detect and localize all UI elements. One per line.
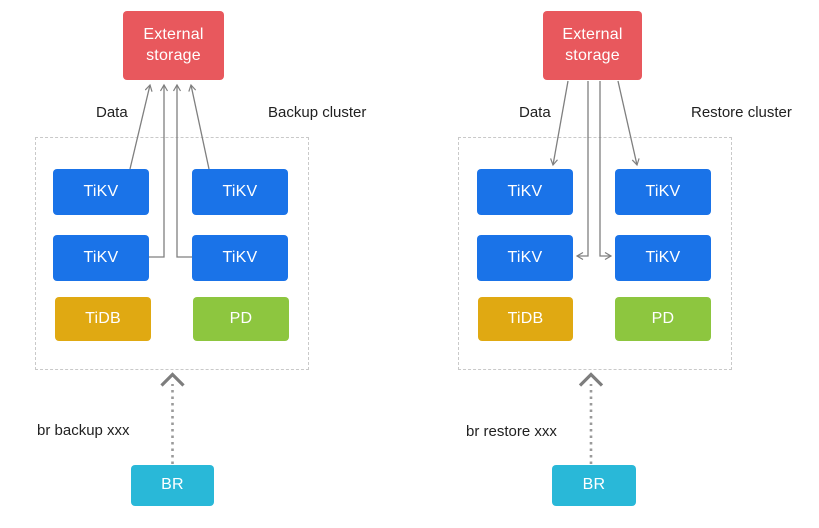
- restore-cluster-boundary: [458, 137, 732, 370]
- pd-label: PD: [651, 309, 675, 327]
- backup-br-node: BR: [131, 465, 214, 506]
- tikv-label: TiKV: [645, 248, 681, 266]
- restore-external-storage-node: External storage: [543, 11, 642, 80]
- tikv-label: TiKV: [83, 182, 119, 200]
- tikv-label: TiKV: [645, 182, 681, 200]
- restore-data-label: Data: [519, 104, 551, 121]
- backup-tidb-node: TiDB: [55, 297, 151, 341]
- restore-tidb-node: TiDB: [478, 297, 573, 341]
- tikv-label: TiKV: [507, 248, 543, 266]
- tidb-label: TiDB: [85, 309, 121, 327]
- tikv-label: TiKV: [222, 182, 258, 200]
- restore-tikv-node-3: TiKV: [477, 235, 573, 281]
- backup-command-label: br backup xxx: [37, 422, 130, 439]
- restore-pd-node: PD: [615, 297, 711, 341]
- backup-pd-node: PD: [193, 297, 289, 341]
- restore-command-label: br restore xxx: [466, 423, 557, 440]
- backup-tikv-node-4: TiKV: [192, 235, 288, 281]
- backup-cluster-title: Backup cluster: [268, 104, 367, 121]
- tikv-label: TiKV: [83, 248, 119, 266]
- tikv-label: TiKV: [222, 248, 258, 266]
- br-label: BR: [582, 476, 606, 494]
- restore-cluster-title: Restore cluster: [691, 104, 792, 121]
- br-label: BR: [161, 476, 184, 494]
- restore-tikv-node-4: TiKV: [615, 235, 711, 281]
- pd-label: PD: [229, 309, 253, 327]
- restore-tikv-node-1: TiKV: [477, 169, 573, 215]
- br-command-arrows: [160, 372, 604, 464]
- tikv-label: TiKV: [507, 182, 543, 200]
- restore-br-node: BR: [552, 465, 636, 506]
- backup-tikv-node-1: TiKV: [53, 169, 149, 215]
- backup-external-storage-label: External storage: [143, 25, 204, 64]
- tidb-label: TiDB: [507, 309, 544, 327]
- backup-tikv-node-3: TiKV: [53, 235, 149, 281]
- backup-cluster-boundary: [35, 137, 309, 370]
- backup-data-label: Data: [96, 104, 128, 121]
- restore-tikv-node-2: TiKV: [615, 169, 711, 215]
- backup-external-storage-node: External storage: [123, 11, 224, 80]
- restore-external-storage-label: External storage: [562, 25, 623, 64]
- backup-tikv-node-2: TiKV: [192, 169, 288, 215]
